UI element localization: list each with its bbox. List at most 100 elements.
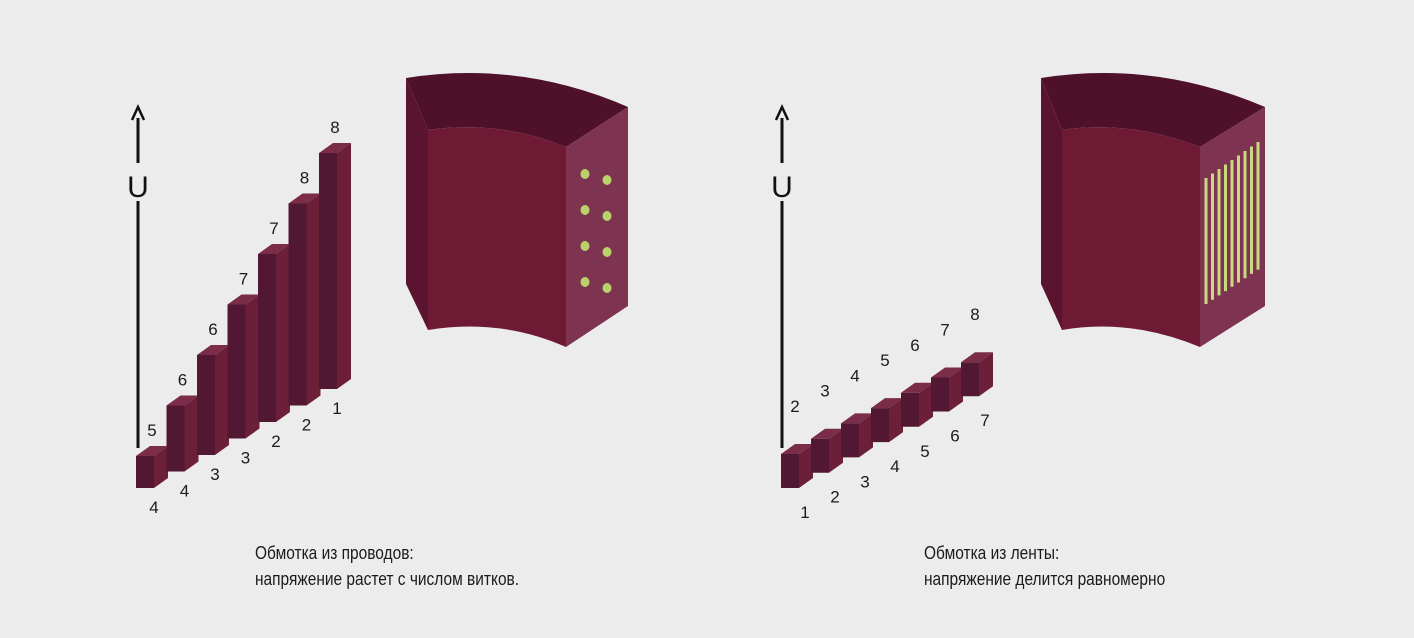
wire-dot [580,205,590,215]
left-coil-inner-face [428,127,566,347]
left-bar-bottom-label: 2 [271,432,280,451]
right-bar-3 [841,413,873,458]
bar-front-face [288,203,307,406]
left-bar-top-label: 5 [147,421,156,440]
right-bar-bottom-label: 1 [800,503,809,522]
right-bar-1 [781,444,813,488]
right-bar-5 [901,382,933,427]
bar-front-face [319,153,337,389]
bar-front-face [781,454,799,488]
bar-front-face [227,304,246,439]
left-bar-bottom-label: 3 [210,465,219,484]
left-axis-arrow-icon [130,104,146,121]
left-bar-3 [197,345,229,455]
bar-side-face [215,345,229,455]
bar-front-face [841,423,859,458]
left-bar-bottom-label: 2 [302,416,311,435]
bar-side-face [949,367,963,412]
bar-side-face [184,395,199,472]
left-bar-top-label: 6 [178,371,187,390]
right-bar-6 [931,367,963,412]
left-bar-top-label: 8 [300,169,309,188]
bar-top-face [931,367,963,378]
foil-winding-icon [1041,73,1265,347]
bar-side-face [889,398,903,443]
right-bar-2 [811,428,843,473]
right-axis-label-bg [772,163,792,201]
bar-front-face [871,408,889,443]
left-axis-label: U [127,171,149,204]
wire-dot [602,211,612,221]
bar-side-face [154,446,168,488]
wire-dot [580,277,590,287]
bar-top-face [841,413,873,424]
left-caption: Обмотка из проводов: напряжение растет с… [255,540,519,592]
bar-side-face [306,193,321,406]
bar-top-face [166,395,199,406]
right-axis-label: U [771,171,793,204]
left-bar-top-label: 7 [239,270,248,289]
right-bar-bottom-label: 5 [920,442,929,461]
left-axis-label-bg [128,163,148,201]
right-axis-arrow-icon [774,104,790,121]
right-voltage-axis: U [771,104,793,448]
bar-side-face [829,428,843,473]
left-bar-bottom-label: 1 [332,399,341,418]
wire-dot [602,175,612,185]
bar-top-face [288,193,321,204]
bar-top-face [901,382,933,393]
wire-dot [580,241,590,251]
left-coil-top [406,73,628,147]
left-bar-7 [319,143,351,389]
bar-front-face [931,377,949,412]
left-bar-4 [227,294,260,439]
right-bar-bottom-label: 6 [950,427,959,446]
right-caption-title: Обмотка из ленты: [924,543,1060,563]
wire-winding-icon [406,73,628,347]
bar-top-face [781,444,813,454]
left-bar-bottom-label: 3 [241,449,250,468]
bar-top-face [197,345,229,355]
wire-dot [602,247,612,257]
bar-front-face [961,362,979,397]
right-bar-top-label: 8 [970,305,979,324]
left-caption-text: напряжение растет с числом витков. [255,569,520,589]
bar-top-face [136,446,168,456]
left-bar-bottom-label: 4 [149,498,158,517]
bar-front-face [901,392,919,427]
bar-top-face [258,244,290,254]
right-bar-bottom-label: 4 [890,457,899,476]
foil-stripes [1204,142,1260,304]
bar-side-face [276,244,290,422]
right-bar-bottom-label: 7 [980,411,989,430]
bar-front-face [136,456,154,488]
left-bar-bottom-label: 4 [180,482,189,501]
right-bar-top-label: 6 [910,336,919,355]
right-caption-text: напряжение делится равномерно [924,569,1166,589]
right-bar-bottom-label: 3 [860,472,869,491]
bar-side-face [859,413,873,458]
right-bar-top-label: 5 [880,351,889,370]
left-bar-5 [258,244,290,422]
left-voltage-axis: U [127,104,149,448]
right-coil-inner-face [1062,127,1200,347]
left-bar-top-label: 7 [269,219,278,238]
bar-side-face [337,143,351,389]
bar-side-face [245,294,260,439]
bar-top-face [961,352,993,363]
bar-top-face [227,294,260,305]
bar-front-face [811,438,829,473]
right-caption: Обмотка из ленты: напряжение делится рав… [924,540,1165,592]
left-bar-1 [136,446,168,488]
left-bar-2 [166,395,199,472]
bar-side-face [799,444,813,488]
bar-top-face [811,428,843,439]
bar-front-face [166,405,185,472]
right-coil-top [1041,73,1265,147]
left-bar-6 [288,193,321,406]
left-bar-top-label: 6 [208,320,217,339]
